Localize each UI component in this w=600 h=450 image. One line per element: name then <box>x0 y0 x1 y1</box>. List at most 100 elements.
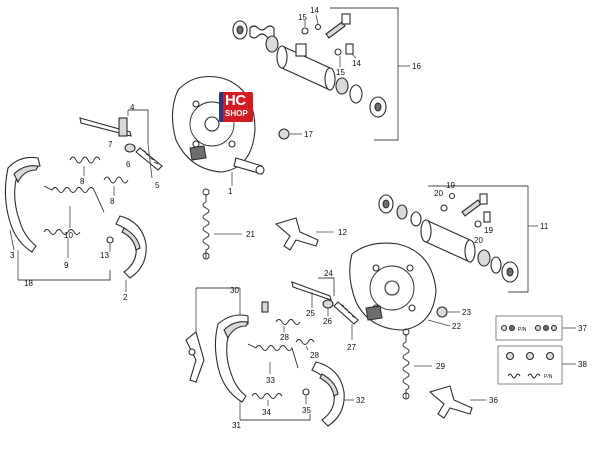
callout-26: 26 <box>323 317 332 326</box>
plate-hole-a <box>192 100 200 108</box>
bracket-24 <box>318 277 335 296</box>
washer-20b <box>474 220 482 228</box>
return-spring-10 <box>43 185 105 213</box>
cap-20a <box>440 204 448 212</box>
cap-14a <box>314 23 322 31</box>
bracket-11 <box>428 185 529 293</box>
cable-bracket-12 <box>274 217 319 251</box>
callout-5: 5 <box>155 181 160 190</box>
callout-29: 29 <box>436 362 445 371</box>
callout-23: 23 <box>462 308 471 317</box>
adjuster-thread <box>141 149 159 165</box>
callout-16: 16 <box>412 62 421 71</box>
spring-21-hook-bottom <box>202 252 210 260</box>
plate2-hole-d <box>408 304 416 312</box>
leader-3 <box>9 229 15 251</box>
kit38-item-3 <box>545 351 555 361</box>
callout-24: 24 <box>324 269 333 278</box>
adjuster-wheel-6 <box>124 143 136 153</box>
cylinder-end-right <box>324 67 336 91</box>
callout-27: 27 <box>347 343 356 352</box>
piston-right <box>335 77 349 95</box>
callout-11: 11 <box>540 222 549 231</box>
callout-34: 34 <box>262 408 271 417</box>
wheel-cylinder-assembly-top: 15 14 15 14 16 <box>232 6 421 141</box>
cable-bracket-36 <box>428 385 473 419</box>
adjuster-wheel-26 <box>322 299 334 309</box>
washer-top <box>334 48 342 56</box>
spring-28a <box>275 319 301 325</box>
plate-hole-c <box>192 140 200 148</box>
bracket-36-group: 36 <box>428 385 498 419</box>
kit37-item-3 <box>534 324 542 332</box>
callout-28b: 28 <box>310 351 319 360</box>
callout-12: 12 <box>338 228 347 237</box>
rod-clip <box>118 117 128 137</box>
kit37-item-2 <box>509 325 515 331</box>
brake-shoe-bottom-right <box>311 361 345 427</box>
cylinder-body-r <box>425 219 471 263</box>
adjuster-thread-lower <box>339 303 357 319</box>
parking-rod <box>79 117 132 137</box>
kit38-item-2 <box>525 351 535 361</box>
bleeder-boss <box>295 43 307 57</box>
callout-17: 17 <box>304 130 313 139</box>
spring-8a <box>69 156 101 164</box>
nut-23 <box>436 306 448 318</box>
adjuster-group-lower: 24 25 26 27 <box>291 269 359 352</box>
callout-2: 2 <box>123 293 128 302</box>
adjuster-mech <box>189 145 207 161</box>
callout-15a: 15 <box>298 13 307 22</box>
bracket-16 <box>330 7 399 141</box>
adjuster-mech-2 <box>365 305 383 321</box>
spring-29 <box>402 334 410 398</box>
cup-left-r <box>396 204 408 220</box>
bracket-4 <box>128 109 149 144</box>
plate-hole-d <box>228 140 236 148</box>
logo-text-shop: SHOP <box>225 109 248 118</box>
spring-21 <box>202 194 210 258</box>
adjuster-screw-27 <box>333 301 359 325</box>
kit37-item-1 <box>500 324 508 332</box>
callout-20b: 20 <box>474 236 483 245</box>
callout-20a: 20 <box>434 189 443 198</box>
callout-14b: 14 <box>352 59 361 68</box>
logo-blue-bar <box>219 92 223 122</box>
brake-shoe-bottom-left <box>214 314 249 403</box>
spring-28b <box>295 339 315 345</box>
hardware-kit-38: P/N 38 <box>497 345 587 385</box>
plate2-hub <box>384 280 400 296</box>
cyl-end-right-r <box>464 239 476 263</box>
leader-5 <box>147 143 153 179</box>
shoe-lining-right <box>121 227 141 251</box>
callout-6: 6 <box>126 160 131 169</box>
kit38-spring-1 <box>507 373 521 379</box>
bleeder-nut-r <box>479 193 488 205</box>
adjuster-screw-5 <box>135 147 163 171</box>
brake-shoe-left <box>4 156 41 253</box>
plate-hub <box>204 116 220 132</box>
kit-box-38 <box>497 345 563 385</box>
piston-right-r <box>477 249 491 267</box>
callout-18: 18 <box>24 279 33 288</box>
callout-19b: 19 <box>484 226 493 235</box>
kit38-spring-2 <box>527 373 541 379</box>
callout-30: 30 <box>230 286 239 295</box>
bleeder-screw-r <box>461 199 482 217</box>
leader-14a <box>315 14 319 25</box>
hold-down-pin-35 <box>302 388 310 396</box>
spring-34 <box>251 393 283 399</box>
kit38-label: P/N <box>544 374 553 380</box>
hc-shop-logo: HC SHOP <box>219 92 253 122</box>
lever-pin <box>188 348 196 356</box>
callout-36: 36 <box>489 396 498 405</box>
callout-10: 10 <box>64 231 73 240</box>
kit37-label: P/N <box>518 327 527 333</box>
callout-8a: 8 <box>80 177 85 186</box>
callout-14a: 14 <box>310 6 319 15</box>
spring-29-hook-bottom <box>402 392 410 400</box>
parking-lever-bottom <box>185 331 205 383</box>
callout-21: 21 <box>246 230 255 239</box>
lever-pivot-1 <box>255 165 265 175</box>
boot-hole-left-r <box>382 199 390 209</box>
